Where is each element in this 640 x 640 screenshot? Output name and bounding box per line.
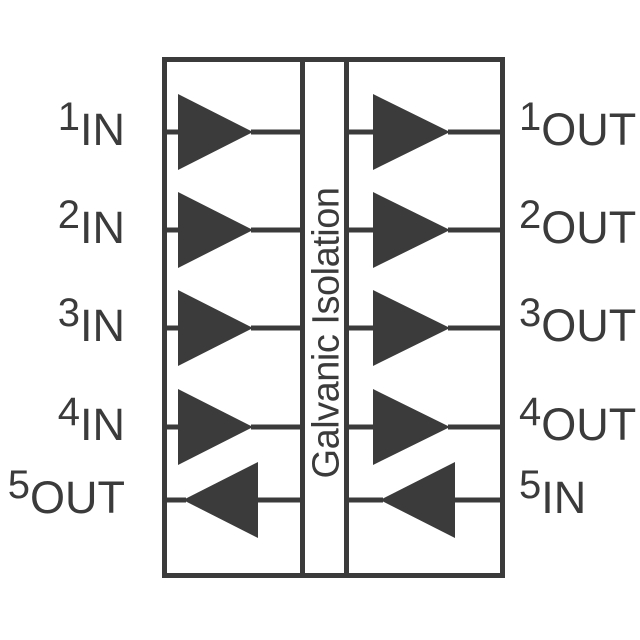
pin-word: OUT xyxy=(541,399,637,450)
pin-number: 1 xyxy=(57,95,80,139)
channel-2 xyxy=(164,192,503,268)
pin-word: IN xyxy=(541,472,587,523)
pin-number: 4 xyxy=(519,390,542,434)
ch2-left-buffer-icon xyxy=(178,192,253,268)
pin-label-4in: 4IN xyxy=(58,390,125,451)
ch5-right-buffer-icon xyxy=(380,462,455,538)
pin-word: IN xyxy=(80,104,125,155)
ch3-left-buffer-icon xyxy=(178,290,253,366)
pin-word: OUT xyxy=(30,472,125,523)
pin-word: OUT xyxy=(541,202,637,253)
channel-3 xyxy=(164,290,503,366)
pin-word: IN xyxy=(80,399,125,450)
pin-number: 5 xyxy=(7,463,30,507)
pin-number: 3 xyxy=(57,291,80,335)
channel-5 xyxy=(164,462,503,538)
galvanic-isolation-label: Galvanic Isolation xyxy=(305,187,348,479)
pin-word: OUT xyxy=(541,300,637,351)
pin-label-1out: 1OUT xyxy=(519,95,637,156)
pin-word: IN xyxy=(80,300,125,351)
ch5-left-buffer-icon xyxy=(183,462,258,538)
chip-outline xyxy=(162,57,505,578)
ch1-right-buffer-icon xyxy=(373,94,450,170)
pin-label-2in: 2IN xyxy=(58,193,125,254)
pin-number: 2 xyxy=(57,193,80,237)
pin-label-3in: 3IN xyxy=(58,291,125,352)
pin-number: 4 xyxy=(57,390,80,434)
pin-label-3out: 3OUT xyxy=(519,291,637,352)
pin-label-1in: 1IN xyxy=(58,95,125,156)
pin-label-5in: 5IN xyxy=(519,463,587,524)
ch2-right-buffer-icon xyxy=(373,192,450,268)
pin-number: 2 xyxy=(519,193,542,237)
ch3-right-buffer-icon xyxy=(373,290,450,366)
pin-label-5out: 5OUT xyxy=(8,463,125,524)
channel-4 xyxy=(164,389,503,465)
pin-number: 5 xyxy=(519,463,542,507)
ch4-left-buffer-icon xyxy=(178,389,253,465)
pin-label-2out: 2OUT xyxy=(519,193,637,254)
pin-label-4out: 4OUT xyxy=(519,390,637,451)
channel-1 xyxy=(164,94,503,170)
pin-word: OUT xyxy=(541,104,637,155)
pin-number: 1 xyxy=(519,95,542,139)
pin-number: 3 xyxy=(519,291,542,335)
ch4-right-buffer-icon xyxy=(373,389,450,465)
ch1-left-buffer-icon xyxy=(178,94,253,170)
pin-word: IN xyxy=(80,202,125,253)
